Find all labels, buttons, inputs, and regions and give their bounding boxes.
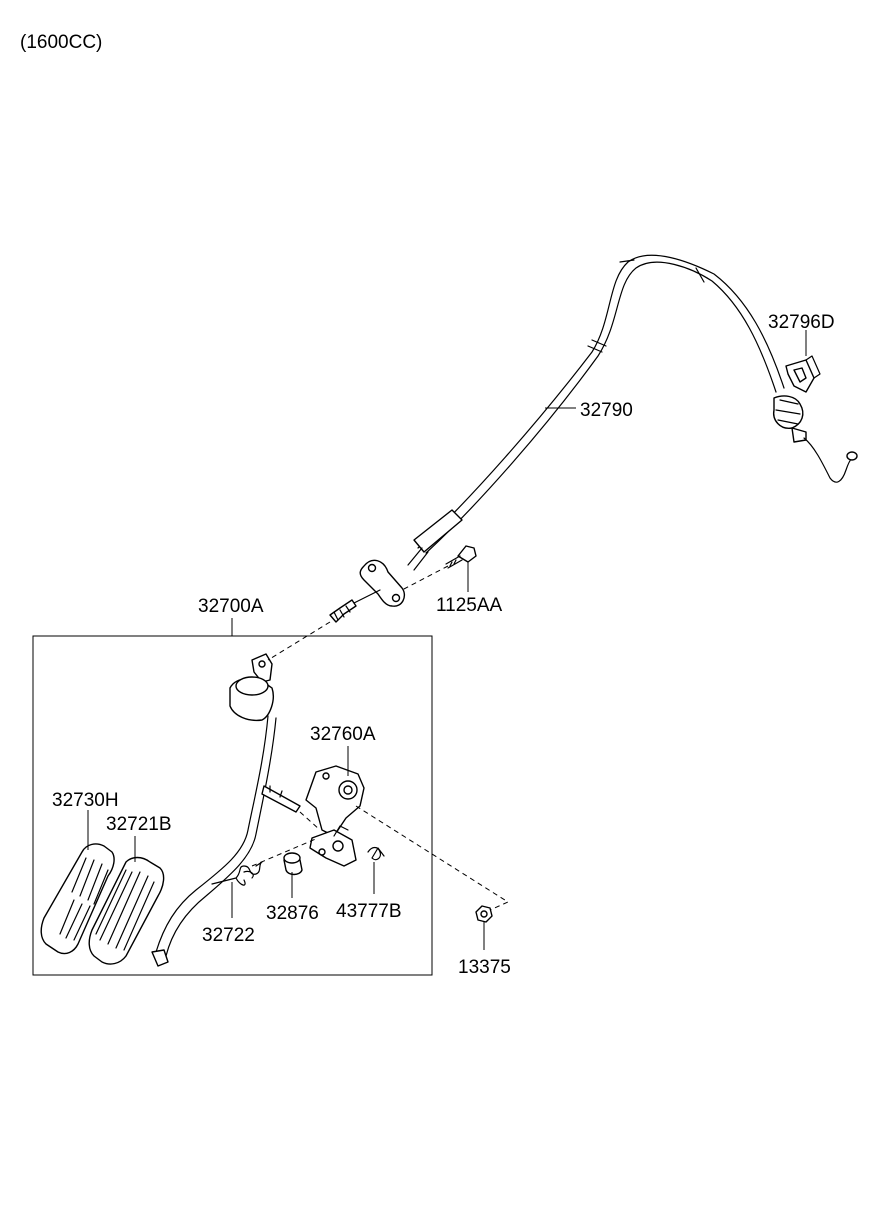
snap-clip bbox=[367, 846, 385, 861]
hex-nut bbox=[475, 905, 493, 923]
pedal-arm bbox=[151, 653, 301, 967]
label-32700A: 32700A bbox=[198, 596, 264, 617]
label-32760A: 32760A bbox=[310, 724, 376, 745]
label-32722: 32722 bbox=[202, 925, 255, 946]
variant-label: (1600CC) bbox=[20, 32, 102, 53]
label-43777B: 43777B bbox=[336, 901, 402, 922]
label-32730H: 32730H bbox=[52, 790, 119, 811]
label-32790: 32790 bbox=[580, 400, 633, 421]
assembly-line-bolt bbox=[401, 565, 449, 591]
label-13375: 13375 bbox=[458, 957, 511, 978]
label-32721B: 32721B bbox=[106, 814, 172, 835]
assembly-line-cable-pedal bbox=[267, 621, 331, 661]
label-1125AA: 1125AA bbox=[436, 595, 503, 616]
return-spring bbox=[211, 861, 263, 886]
label-32796D: 32796D bbox=[768, 312, 835, 333]
assembly-line-spring bbox=[251, 837, 319, 867]
pedal-rubber-pad bbox=[88, 856, 165, 965]
pedal-pad bbox=[40, 843, 115, 955]
label-32876: 32876 bbox=[266, 903, 319, 924]
pedal-bracket bbox=[305, 765, 365, 867]
flange-bolt bbox=[445, 545, 477, 569]
accelerator-cable bbox=[329, 254, 858, 623]
assembly-line-pin bbox=[299, 811, 321, 831]
bracket-clip bbox=[785, 355, 821, 393]
pedal-stopper bbox=[283, 852, 303, 876]
assembly-line-nut bbox=[355, 805, 510, 911]
